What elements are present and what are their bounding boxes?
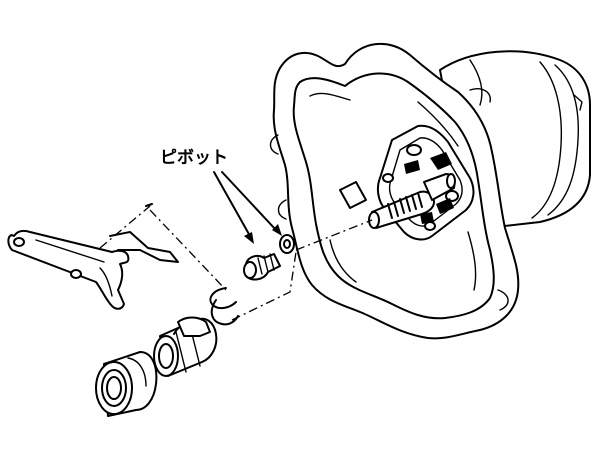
pivot-ball-stud <box>243 253 281 281</box>
callout-arrows <box>213 171 282 244</box>
plate-bolt <box>406 144 422 156</box>
transmission-housing <box>269 42 591 340</box>
fork-retainer-clip <box>99 203 227 291</box>
bell-housing-inner-rim <box>292 72 495 320</box>
assembly-axis-line <box>295 219 373 251</box>
release-fork <box>7 229 130 310</box>
housing-boss <box>339 181 367 209</box>
wire-spring-clip <box>209 287 239 326</box>
release-bearing-hub <box>153 316 218 377</box>
assembly-axis-line-lower <box>231 251 297 321</box>
pivot-callout-label: ピボット <box>160 148 228 168</box>
release-bearing <box>95 351 158 417</box>
plate-bolt <box>382 173 394 183</box>
input-shaft <box>368 173 456 229</box>
pivot-washer <box>279 234 295 254</box>
